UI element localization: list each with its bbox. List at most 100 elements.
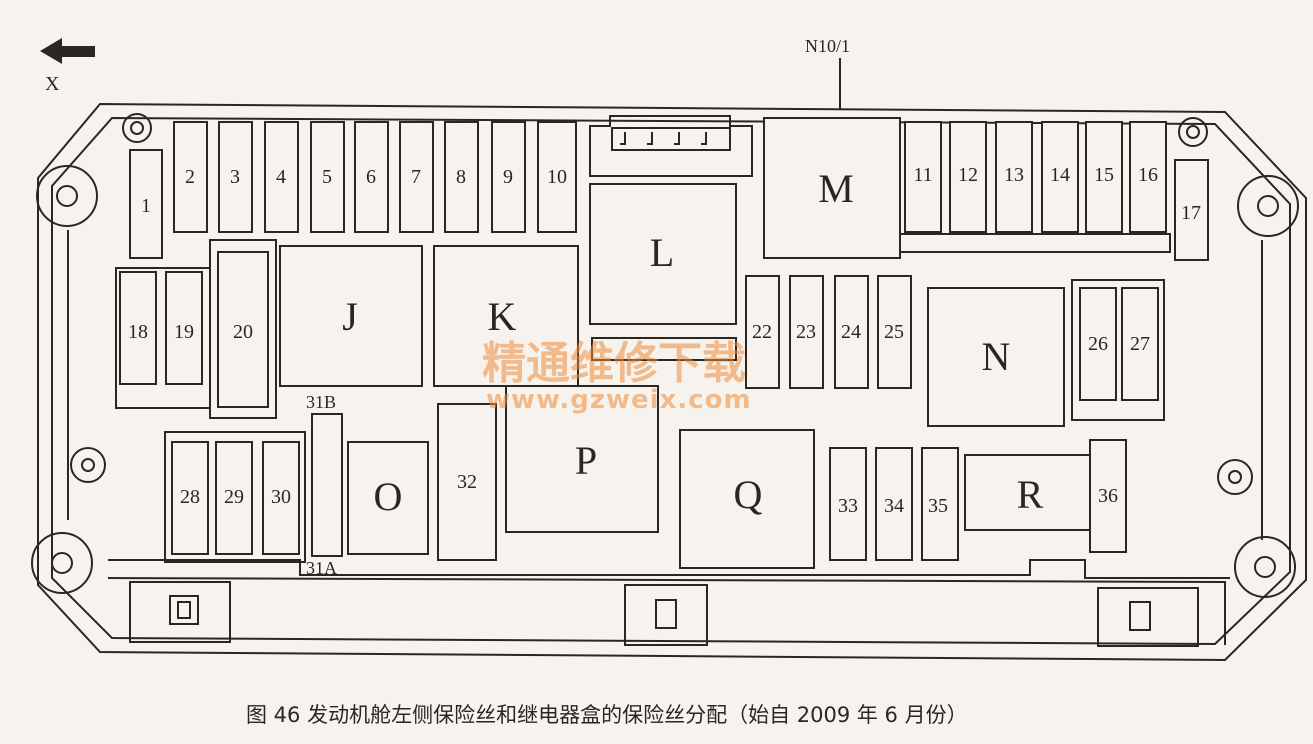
svg-text:18: 18 (128, 321, 148, 343)
fuse-19: 19 (165, 271, 203, 385)
fuse-2: 2 (173, 121, 208, 233)
relay-K: K (433, 245, 579, 387)
fuse-9: 9 (491, 121, 526, 233)
fuse-6: 6 (354, 121, 389, 233)
direction-arrow-icon (40, 38, 95, 64)
mount-hole-top-left (36, 165, 98, 227)
fuse-16: 16 (1129, 121, 1167, 233)
svg-text:10: 10 (547, 166, 567, 188)
svg-text:26: 26 (1088, 333, 1108, 355)
relay-O: O (347, 441, 429, 555)
watermark-url: www.gzweix.com (486, 385, 752, 415)
relay-L-base (591, 337, 737, 361)
svg-text:4: 4 (276, 166, 286, 188)
frame-fuses-28-30 (164, 431, 306, 563)
fuse-35: 35 (921, 447, 959, 561)
fuse-13: 13 (995, 121, 1033, 233)
screw-top-right (1178, 117, 1208, 147)
svg-text:L: L (650, 230, 674, 275)
svg-text:24: 24 (841, 321, 861, 343)
svg-text:32: 32 (457, 471, 477, 493)
fuse-1: 1 (129, 149, 163, 259)
svg-text:J: J (342, 294, 358, 339)
svg-text:N: N (982, 334, 1011, 379)
fuse-36: 36 (1089, 439, 1127, 553)
svg-text:25: 25 (884, 321, 904, 343)
fuse-7: 7 (399, 121, 434, 233)
fuse-4: 4 (264, 121, 299, 233)
fuse-15: 15 (1085, 121, 1123, 233)
svg-text:5: 5 (322, 166, 332, 188)
svg-text:14: 14 (1050, 164, 1070, 186)
relay-M: M (763, 117, 901, 259)
screw-top-left (122, 113, 152, 143)
fuse-12: 12 (949, 121, 987, 233)
svg-text:Q: Q (734, 472, 763, 517)
fuse-31b-label: 31B (306, 392, 336, 412)
fuse-28: 28 (171, 441, 209, 555)
svg-text:20: 20 (233, 321, 253, 343)
small-hole-right (1217, 459, 1253, 495)
fuse-30: 30 (262, 441, 300, 555)
fuse-26: 26 (1079, 287, 1117, 401)
svg-text:36: 36 (1098, 485, 1118, 507)
housing-bottom-edge (107, 577, 1226, 645)
relay-N: N (927, 287, 1065, 427)
mount-hole-top-right (1237, 175, 1299, 237)
fuse-11: 11 (904, 121, 942, 233)
fuse-24: 24 (834, 275, 869, 389)
svg-text:M: M (818, 166, 854, 211)
svg-text:34: 34 (884, 495, 904, 517)
svg-text:16: 16 (1138, 164, 1158, 186)
fuse-3: 3 (218, 121, 253, 233)
fuse-5: 5 (310, 121, 345, 233)
mount-hole-bottom-right (1234, 536, 1296, 598)
top-connector (589, 115, 753, 177)
svg-text:3: 3 (230, 166, 240, 188)
housing-inner-outline (51, 116, 1291, 646)
fuse-17: 17 (1174, 159, 1209, 261)
small-hole-left (70, 447, 106, 483)
fuse-14: 14 (1041, 121, 1079, 233)
fuse-29: 29 (215, 441, 253, 555)
relay-P: P (505, 385, 659, 533)
frame-fuses-11-16 (899, 233, 1171, 253)
fuse-23: 23 (789, 275, 824, 389)
svg-text:8: 8 (456, 166, 466, 188)
connector-label: N10/1 (805, 36, 850, 56)
svg-text:23: 23 (796, 321, 816, 343)
housing-outline (37, 102, 1307, 662)
fuse-8: 8 (444, 121, 479, 233)
mount-hole-bottom-left (31, 532, 93, 594)
fuse-33: 33 (829, 447, 867, 561)
relay-L: L (589, 183, 737, 325)
svg-text:15: 15 (1094, 164, 1114, 186)
direction-label: X (45, 73, 60, 95)
svg-text:33: 33 (838, 495, 858, 517)
svg-text:28: 28 (180, 486, 200, 508)
fuse-25: 25 (877, 275, 912, 389)
svg-text:30: 30 (271, 486, 291, 508)
svg-text:2: 2 (185, 166, 195, 188)
fuse-34: 34 (875, 447, 913, 561)
svg-text:9: 9 (503, 166, 513, 188)
figure-caption: 图 46 发动机舱左侧保险丝和继电器盒的保险丝分配（始自 2009 年 6 月份… (246, 703, 968, 727)
svg-text:22: 22 (752, 321, 772, 343)
svg-text:13: 13 (1004, 164, 1024, 186)
fuse-32: 32 (437, 403, 497, 561)
fuse-10: 10 (537, 121, 577, 233)
latch-right (1097, 587, 1199, 647)
svg-text:11: 11 (913, 164, 932, 186)
fuse-20: 20 (209, 239, 277, 419)
latch-middle (624, 584, 708, 646)
svg-text:17: 17 (1181, 202, 1201, 224)
svg-text:19: 19 (174, 321, 194, 343)
relay-R: R (1017, 472, 1044, 517)
relay-J: J (279, 245, 423, 387)
fuse-31-slot (311, 413, 343, 557)
svg-text:12: 12 (958, 164, 978, 186)
watermark-text: 精通维修下载 (482, 338, 746, 389)
svg-text:O: O (374, 474, 403, 519)
